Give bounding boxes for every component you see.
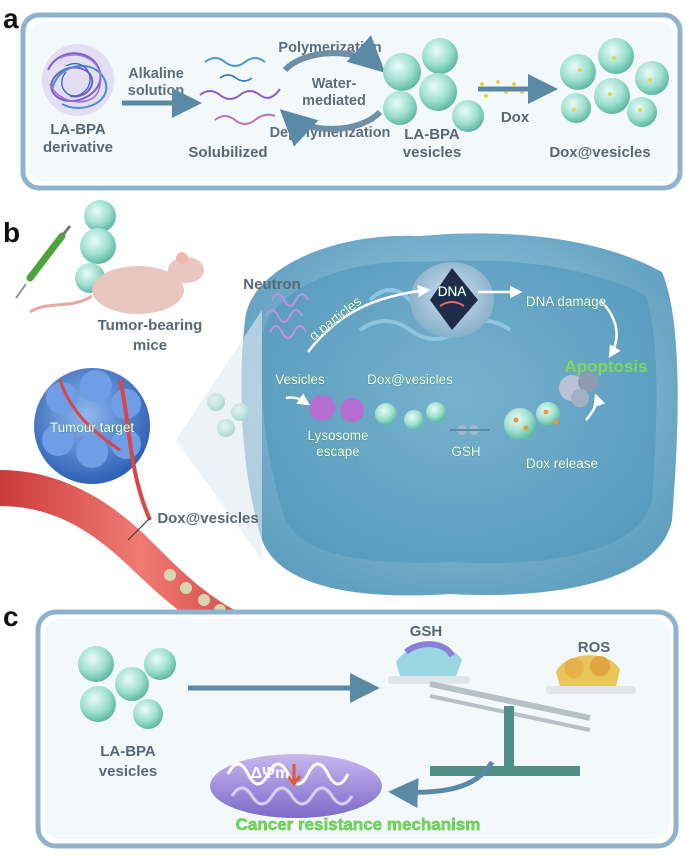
panel-a-letter: a	[3, 3, 19, 34]
dna-label: DNA	[438, 284, 467, 299]
c-gsh-label: GSH	[410, 623, 443, 640]
panel-c-fill	[45, 619, 669, 839]
delta-psi-label: ΔΨm	[251, 765, 290, 782]
zoom-cone	[176, 310, 262, 560]
dox-vesicles-cell-label: Dox@vesicles	[367, 372, 453, 387]
tumor-mice-label-line2: mice	[133, 337, 167, 354]
panel-b: b	[0, 200, 678, 662]
c-vesicles-label-line1: LA-BPA	[100, 743, 156, 760]
cancer-cell-illustration	[241, 233, 678, 596]
vesicles-label-line1: LA-BPA	[404, 126, 460, 143]
solubilized-label: Solubilized	[188, 144, 267, 161]
la-bpa-vesicles-icon	[78, 646, 176, 729]
neutron-beam-icon	[265, 293, 309, 339]
panel-b-letter: b	[3, 217, 20, 248]
dna-damage-label: DNA damage	[526, 294, 606, 309]
dox-label: Dox	[501, 109, 530, 126]
tumour-icon	[34, 368, 152, 521]
tumor-mice-label-line1: Tumor-bearing	[98, 317, 203, 334]
c-vesicles-label-line2: vesicles	[99, 763, 157, 780]
polymerization-arrow	[282, 35, 386, 73]
mitochondrion-icon	[210, 754, 382, 818]
vesicles-label-line2: vesicles	[403, 144, 461, 161]
panel-a-fill	[30, 22, 673, 181]
lysosome-icon	[340, 398, 364, 422]
derivative-label-line2: derivative	[43, 139, 113, 156]
water-label-line1: Water-	[312, 76, 357, 92]
uptake-arrow	[285, 393, 311, 406]
vessel-pointer-line	[127, 517, 151, 541]
panel-a: a LA-BPA derivative Alkaline solution So…	[3, 3, 683, 191]
vesicles-label: Vesicles	[275, 372, 325, 387]
alpha-particle-arrow	[307, 284, 431, 353]
panel-c: c LA-BPA vesicles GSH ROS	[3, 601, 679, 849]
solubilized-strands-icon	[199, 57, 281, 125]
neutron-label: Neutron	[243, 276, 301, 293]
derivative-label-line1: LA-BPA	[50, 121, 106, 138]
syringe-icon	[15, 225, 72, 299]
lysosome-icon	[309, 395, 335, 421]
water-label-line2: mediated	[302, 93, 366, 109]
c-ros-label: ROS	[578, 639, 611, 656]
panel-c-letter: c	[3, 601, 19, 632]
lysosome-label-line1: Lysosome	[307, 428, 368, 443]
dox-vesicles-label: Dox@vesicles	[549, 144, 650, 161]
depolymerization-arrow	[279, 109, 383, 147]
balance-scale-icon	[388, 641, 636, 776]
dox-vesicles-cluster-icon	[560, 38, 669, 127]
dox-release-label: Dox release	[526, 456, 598, 471]
balance-to-mito-arrow	[388, 760, 495, 809]
mechanism-label: Cancer resistance mechanism	[236, 815, 481, 834]
lysosome-label-line2: escape	[316, 444, 360, 459]
apoptosis-arrow-top	[599, 299, 621, 359]
dox-release-vesicle-icon	[504, 408, 536, 440]
apoptotic-cell-icon	[559, 372, 598, 407]
alkaline-label-line2: solution	[128, 83, 184, 99]
alkaline-label-line1: Alkaline	[128, 66, 184, 82]
apoptosis-label: Apoptosis	[564, 357, 647, 376]
vesicles-cluster-icon	[383, 38, 484, 132]
polymer-coil-icon	[42, 44, 114, 116]
tumour-target-label: Tumour target	[50, 420, 135, 435]
gsh-label: GSH	[451, 444, 480, 459]
dox-vesicles-vessel-label: Dox@vesicles	[157, 510, 258, 527]
apoptosis-arrow-bottom	[585, 393, 606, 421]
mouse-icon	[29, 252, 204, 314]
